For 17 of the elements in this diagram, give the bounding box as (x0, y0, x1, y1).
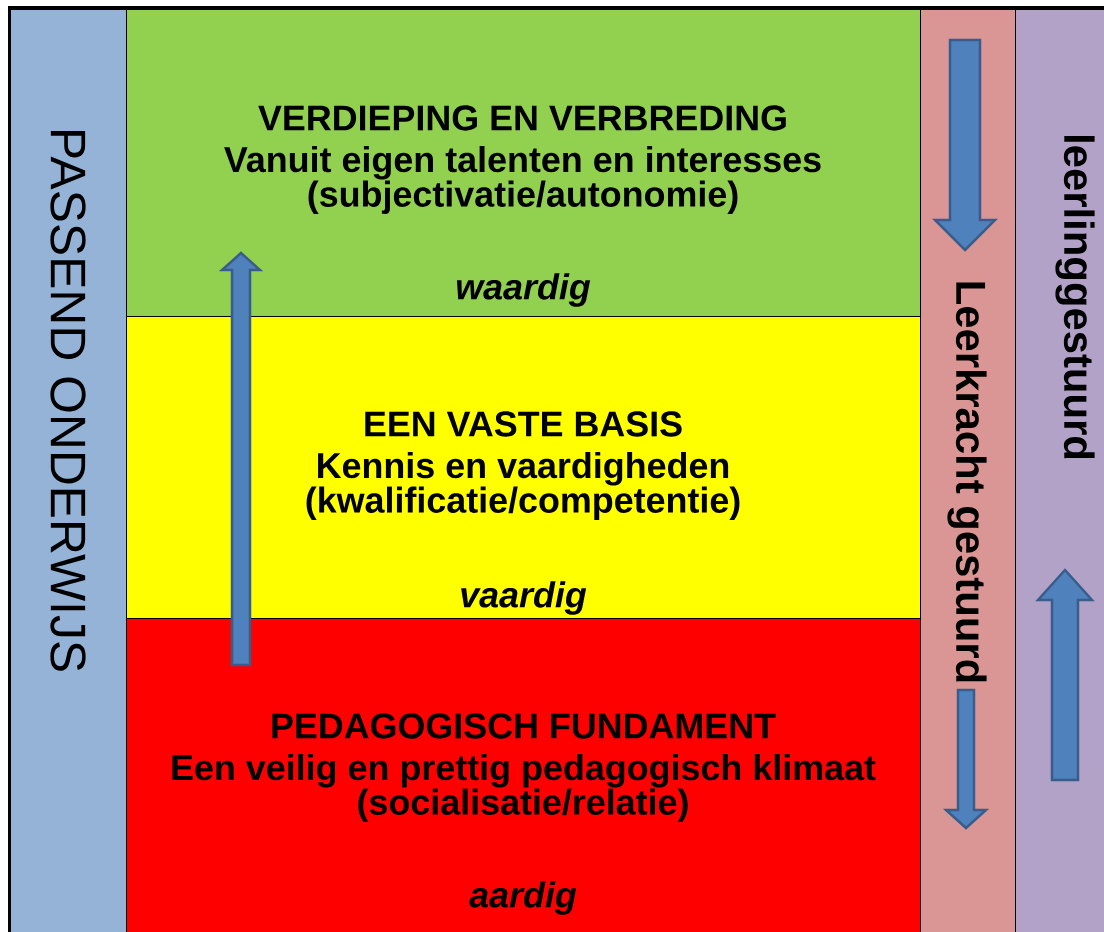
layer-heading: PEDAGOGISCH FUNDAMENT (272, 713, 776, 739)
layer-box (1015, 8, 1104, 932)
layer-keyword: vaardig (461, 581, 587, 615)
band-label: PASSEND ONDERWIJS (50, 131, 86, 671)
layer-description: Vanuit eigen talenten en interesses (subjectivatie/autonomie) (224, 146, 821, 214)
layer-box (126, 316, 921, 619)
layer-keyword: aardig (469, 881, 577, 915)
layer-heading: EEN VASTE BASIS (365, 411, 682, 437)
band-label: leerlinggestuurd (1055, 136, 1095, 459)
layer-keyword: waardig (456, 273, 591, 307)
layer-heading: VERDIEPING EN VERBREDING (258, 105, 786, 131)
layer-description: Een veilig en prettig pedagogisch klimaat (socialisatie/relatie) (172, 754, 876, 822)
layer-description: Kennis en vaardigheden (kwalificatie/competentie) (306, 452, 740, 520)
layer-box (126, 618, 921, 932)
layer-box (126, 8, 921, 317)
band-label: Leerkracht gestuurd (947, 282, 987, 682)
layer-box (10, 8, 127, 932)
